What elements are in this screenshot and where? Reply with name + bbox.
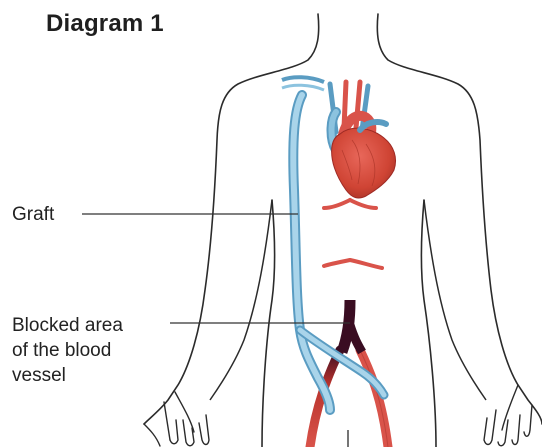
left-hand-outline [144, 392, 209, 446]
graft-top [282, 77, 324, 82]
blocked-label-line-1: Blocked area [12, 313, 182, 338]
right-inner-arm [424, 200, 486, 400]
graft-label: Graft [12, 202, 54, 227]
heart [332, 128, 396, 198]
blocked-label-line-3: vessel [12, 363, 182, 388]
blocked-label-line-2: of the blood [12, 338, 182, 363]
body-outline [144, 14, 542, 447]
diagram-title: Diagram 1 [46, 10, 164, 38]
blocked-area-label: Blocked area of the blood vessel [12, 313, 182, 388]
left-inner-arm [210, 200, 272, 400]
